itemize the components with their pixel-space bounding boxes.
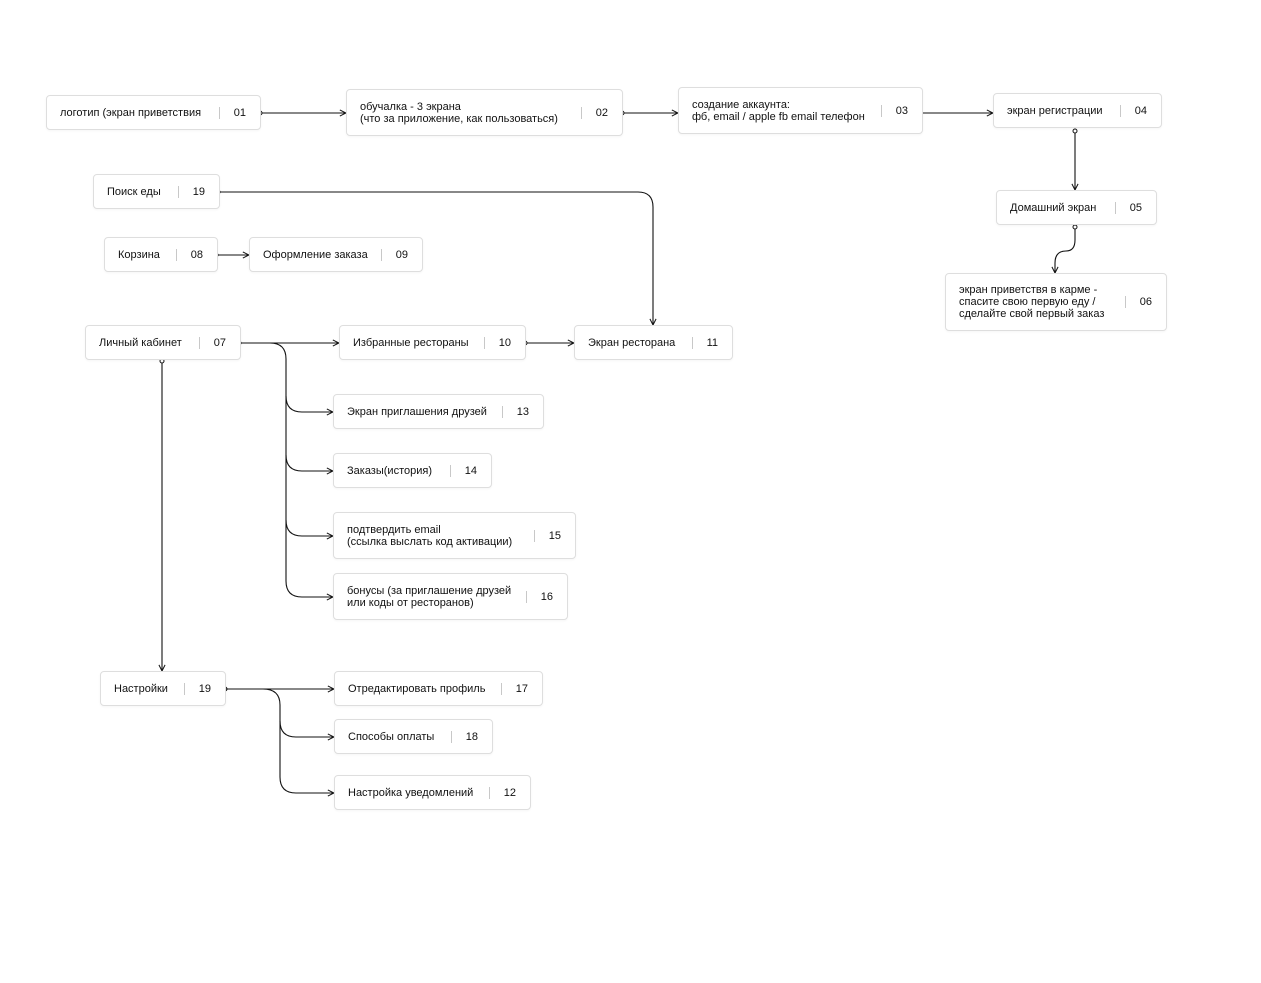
node-number: 12 [503, 786, 516, 799]
node-restaurant-screen[interactable]: Экран ресторана 11 [574, 325, 733, 360]
connector-origin-dot [1072, 224, 1078, 230]
node-number: 16 [540, 590, 553, 603]
node-divider [880, 104, 882, 117]
node-number: 07 [213, 336, 226, 349]
node-label: Личный кабинет [99, 336, 182, 349]
node-home-screen[interactable]: Домашний экран 05 [996, 190, 1157, 225]
node-label: обучалка - 3 экрана (что за приложение, … [360, 100, 558, 125]
node-number: 10 [498, 336, 511, 349]
node-label: экран приветствя в карме - спасите свою … [959, 284, 1105, 320]
node-confirm-email[interactable]: подтвердить email (ссылка выслать код ак… [333, 512, 576, 559]
node-number: 19 [198, 682, 211, 695]
node-divider [691, 336, 693, 349]
node-edit-profile[interactable]: Отредактировать профиль 17 [334, 671, 543, 706]
node-label: Экран ресторана [588, 336, 676, 349]
node-number: 17 [515, 682, 528, 695]
node-label: Настройки [114, 682, 168, 695]
node-personal-account[interactable]: Личный кабинет 07 [85, 325, 241, 360]
connector-n19b-to-n12 [279, 721, 334, 793]
node-label: подтвердить email (ссылка выслать код ак… [347, 523, 513, 548]
node-number: 01 [233, 106, 246, 119]
node-label: Отредактировать профиль [348, 682, 486, 695]
node-divider [501, 405, 503, 418]
node-label: Корзина [118, 248, 160, 261]
connector-n07-to-n15 [285, 455, 333, 536]
node-divider [177, 185, 179, 198]
node-bonuses[interactable]: бонусы (за приглашение друзей или коды о… [333, 573, 568, 620]
node-divider [1114, 201, 1116, 214]
node-label: Настройка уведомлений [348, 786, 474, 799]
node-divider [580, 106, 582, 119]
node-number: 04 [1134, 104, 1147, 117]
connector-n07-to-n14 [285, 396, 333, 471]
node-number: 05 [1129, 201, 1142, 214]
node-divider [483, 336, 485, 349]
node-label: Заказы(история) [347, 464, 432, 477]
node-food-search[interactable]: Поиск еды 19 [93, 174, 220, 209]
node-label: создание аккаунта: фб, email / apple fb … [692, 98, 865, 123]
node-cart[interactable]: Корзина 08 [104, 237, 218, 272]
node-label: Оформление заказа [263, 248, 368, 261]
node-registration[interactable]: экран регистрации 04 [993, 93, 1162, 128]
node-number: 03 [895, 104, 908, 117]
node-divider [1119, 104, 1121, 117]
node-checkout[interactable]: Оформление заказа 09 [249, 237, 423, 272]
node-divider [450, 730, 452, 743]
node-karma-welcome[interactable]: экран приветствя в карме - спасите свою … [945, 273, 1167, 331]
connector-n07-to-n16 [285, 520, 333, 597]
node-number: 11 [706, 336, 718, 349]
node-label: экран регистрации [1007, 104, 1103, 117]
node-divider [1124, 296, 1126, 308]
node-divider [525, 590, 527, 603]
node-divider [533, 529, 535, 542]
connector-n19b-to-n18 [225, 688, 334, 737]
node-number: 15 [548, 529, 561, 542]
node-notification-settings[interactable]: Настройка уведомлений 12 [334, 775, 531, 810]
connector-origin-dot [1072, 128, 1078, 134]
node-label: Избранные рестораны [353, 336, 469, 349]
node-label: Способы оплаты [348, 730, 435, 743]
connector-n05-to-n06 [1055, 227, 1076, 273]
node-label: Домашний экран [1010, 201, 1097, 214]
node-number: 18 [465, 730, 478, 743]
node-divider [380, 248, 382, 261]
connector-n07-to-n13 [239, 342, 333, 412]
node-settings[interactable]: Настройки 19 [100, 671, 226, 706]
node-invite-friends[interactable]: Экран приглашения друзей 13 [333, 394, 544, 429]
node-number: 08 [190, 248, 203, 261]
node-divider [488, 786, 490, 799]
node-label: Экран приглашения друзей [347, 405, 487, 418]
node-number: 02 [595, 106, 608, 119]
node-label: логотип (экран приветствия [60, 106, 202, 119]
node-divider [175, 248, 177, 261]
node-create-account[interactable]: создание аккаунта: фб, email / apple fb … [678, 87, 923, 134]
node-divider [449, 464, 451, 477]
node-number: 14 [464, 464, 477, 477]
node-payment-methods[interactable]: Способы оплаты 18 [334, 719, 493, 754]
node-onboarding[interactable]: обучалка - 3 экрана (что за приложение, … [346, 89, 623, 136]
node-number: 09 [395, 248, 408, 261]
node-label: Поиск еды [107, 185, 161, 198]
node-order-history[interactable]: Заказы(история) 14 [333, 453, 492, 488]
node-favorite-restaurants[interactable]: Избранные рестораны 10 [339, 325, 526, 360]
node-number: 13 [516, 405, 529, 418]
node-divider [183, 682, 185, 695]
node-divider [218, 106, 220, 119]
node-logo-welcome[interactable]: логотип (экран приветствия 01 [46, 95, 261, 130]
node-divider [198, 336, 200, 349]
node-number: 06 [1139, 296, 1152, 308]
node-label: бонусы (за приглашение друзей или коды о… [347, 584, 512, 609]
node-number: 19 [192, 185, 205, 198]
node-divider [500, 682, 502, 695]
